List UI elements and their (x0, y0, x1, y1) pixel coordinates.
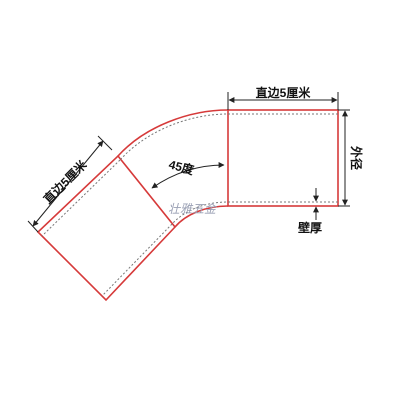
dim-outer-diameter (338, 109, 350, 207)
label-outer-diameter: 外径 (349, 146, 364, 170)
dim-straight-left (27, 135, 113, 233)
label-angle: 45度 (167, 156, 196, 177)
label-wall-thickness: 壁厚 (298, 220, 322, 235)
bend-outer-arc (117, 109, 229, 157)
inner-wall-dashed (41, 113, 338, 297)
angle-arc (151, 162, 225, 189)
bend-inner-arc (174, 205, 229, 228)
straight-section-right (227, 109, 339, 207)
watermark: 壮雅五金 (168, 202, 218, 216)
dim-straight-top (227, 92, 339, 110)
label-straight-top: 直边5厘米 (256, 85, 312, 100)
label-straight-left: 直边5厘米 (40, 156, 90, 206)
